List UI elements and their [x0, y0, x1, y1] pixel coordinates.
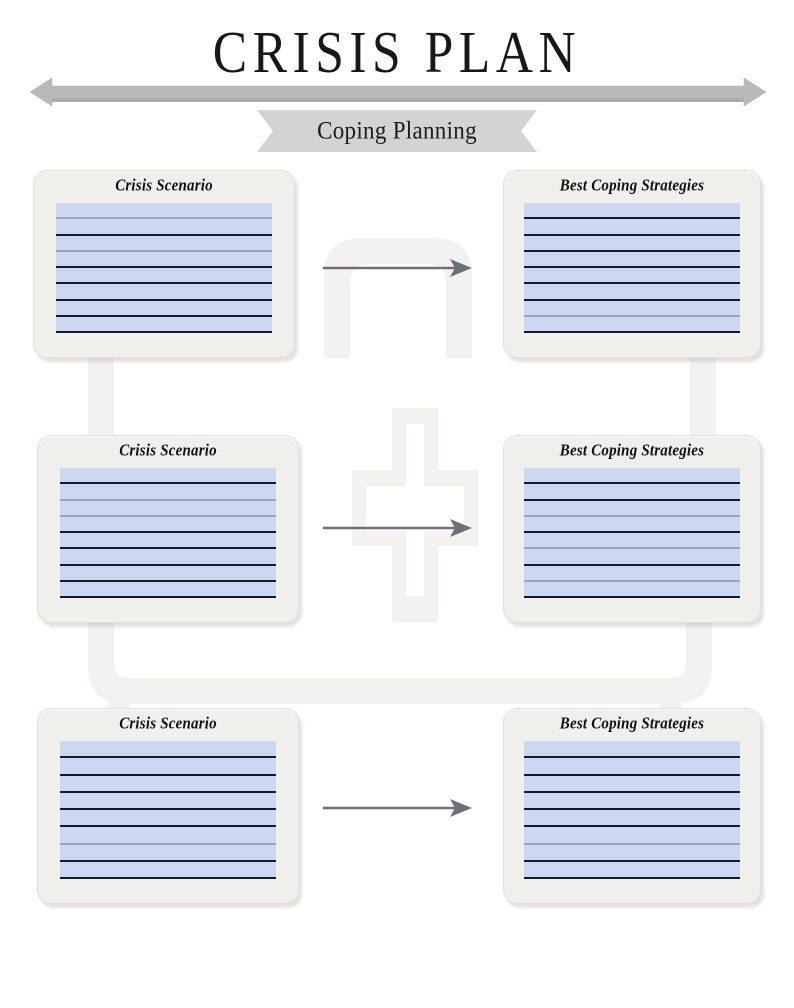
rule-line [524, 219, 740, 236]
rule-line [60, 827, 276, 845]
card-title: Crisis Scenario [115, 177, 213, 195]
card-best-coping-strategies-1[interactable]: Best Coping Strategies [503, 170, 761, 358]
card-title: Best Coping Strategies [559, 177, 705, 195]
rule-line [524, 827, 740, 845]
cross-tab-decoration [392, 596, 438, 616]
rule-line [60, 468, 276, 485]
writing-lines[interactable] [60, 741, 276, 879]
rule-line [524, 549, 740, 566]
rule-line [524, 484, 740, 501]
rule-line [60, 845, 276, 862]
rule-line [60, 501, 276, 517]
u-shape-connector [80, 616, 720, 716]
rule-line [524, 468, 740, 485]
rule-line [60, 484, 276, 501]
rule-line [524, 284, 740, 301]
rule-line [524, 317, 740, 333]
writing-lines[interactable] [56, 203, 272, 333]
rule-line [60, 758, 276, 776]
rule-line [60, 776, 276, 793]
rule-line [524, 566, 740, 582]
writing-lines[interactable] [524, 203, 740, 333]
writing-lines[interactable] [524, 741, 740, 879]
rule-line [60, 566, 276, 582]
rule-line [524, 301, 740, 317]
rule-line [524, 268, 740, 285]
rule-line [60, 582, 276, 598]
right-arrow-icon-row-1 [322, 258, 474, 278]
page-title: CRISIS PLAN [212, 20, 582, 86]
rule-line [524, 810, 740, 828]
rule-line [524, 533, 740, 550]
card-title: Best Coping Strategies [559, 715, 705, 733]
rule-line [524, 582, 740, 598]
rule-line [524, 741, 740, 759]
rule-line [56, 317, 272, 333]
rule-line [60, 533, 276, 550]
card-title: Crisis Scenario [119, 442, 217, 460]
rule-line [524, 203, 740, 220]
rule-line [60, 517, 276, 533]
rule-line [56, 301, 272, 317]
rule-line [60, 862, 276, 879]
rule-line [60, 741, 276, 759]
card-crisis-scenario-3[interactable]: Crisis Scenario [37, 708, 299, 904]
rule-line [60, 549, 276, 566]
rule-line [524, 862, 740, 879]
right-arrow-icon-row-2 [322, 518, 474, 538]
ribbon-label: Coping Planning [317, 116, 477, 145]
rule-line [524, 793, 740, 810]
rule-line [56, 219, 272, 236]
rule-line [524, 501, 740, 517]
rule-line [56, 236, 272, 252]
rule-line [56, 284, 272, 301]
rule-line [60, 810, 276, 828]
ribbon-banner: Coping Planning [257, 110, 537, 152]
card-best-coping-strategies-3[interactable]: Best Coping Strategies [503, 708, 761, 904]
card-crisis-scenario-1[interactable]: Crisis Scenario [33, 170, 295, 358]
writing-lines[interactable] [60, 468, 276, 598]
card-title: Crisis Scenario [119, 715, 217, 733]
rule-line [524, 776, 740, 793]
rule-line [524, 758, 740, 776]
rule-line [56, 203, 272, 220]
rule-line [524, 252, 740, 268]
rule-line [56, 268, 272, 285]
right-arrow-icon-row-3 [322, 798, 474, 818]
rule-line [524, 236, 740, 252]
card-best-coping-strategies-2[interactable]: Best Coping Strategies [503, 435, 761, 623]
bridge-shape-decoration [318, 232, 478, 358]
rule-line [56, 252, 272, 268]
card-crisis-scenario-2[interactable]: Crisis Scenario [37, 435, 299, 623]
rule-line [524, 517, 740, 533]
writing-lines[interactable] [524, 468, 740, 598]
double-headed-arrow-banner [30, 78, 766, 114]
rule-line [524, 845, 740, 862]
cross-shape-decoration [352, 408, 478, 622]
card-title: Best Coping Strategies [559, 442, 705, 460]
rule-line [60, 793, 276, 810]
